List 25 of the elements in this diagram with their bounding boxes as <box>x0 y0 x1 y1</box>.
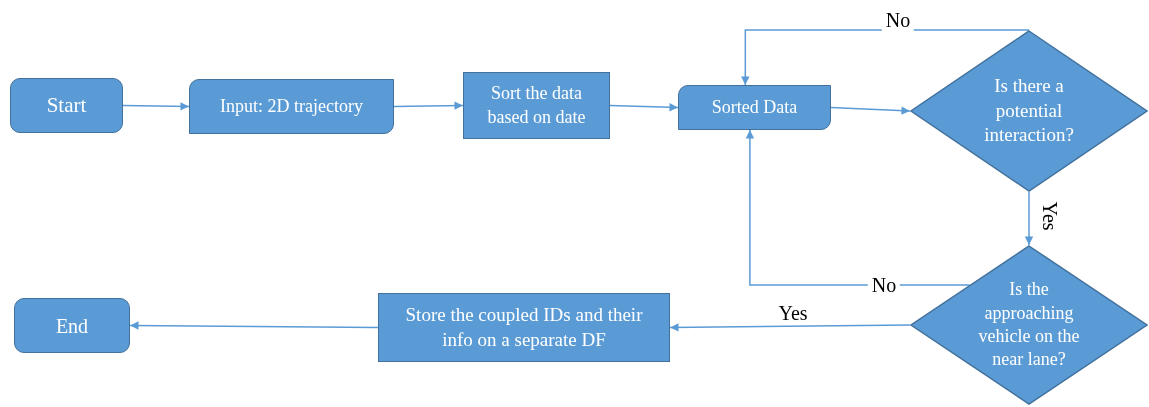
arrow <box>1024 191 1034 246</box>
node-label: Input: 2D trajectory <box>220 94 363 118</box>
process-box <box>378 293 670 362</box>
process-box <box>189 79 394 134</box>
node-label: Is there a potential interaction? <box>983 73 1075 148</box>
arrow <box>741 29 1030 86</box>
node-label: Store the coupled IDs and their info on a separate DF <box>404 302 644 352</box>
arrow <box>609 103 679 112</box>
arrow <box>129 321 379 330</box>
terminal-box <box>10 78 123 133</box>
decision-diamond <box>910 245 1148 405</box>
decision-diamond <box>910 30 1148 192</box>
node-label: Start <box>46 91 87 119</box>
node-label: Is the approaching vehicle on the near lane? <box>977 278 1081 372</box>
arrow <box>393 101 464 110</box>
process-box <box>463 72 610 139</box>
arrow <box>122 102 190 111</box>
arrow <box>745 129 971 286</box>
node-label: Sorted Data <box>711 95 798 119</box>
arrow <box>830 106 911 115</box>
arrow <box>669 323 911 332</box>
process-box <box>678 85 831 130</box>
node-label: Sort the data based on date <box>486 82 587 129</box>
terminal-box <box>14 298 130 353</box>
node-label: End <box>55 313 89 339</box>
